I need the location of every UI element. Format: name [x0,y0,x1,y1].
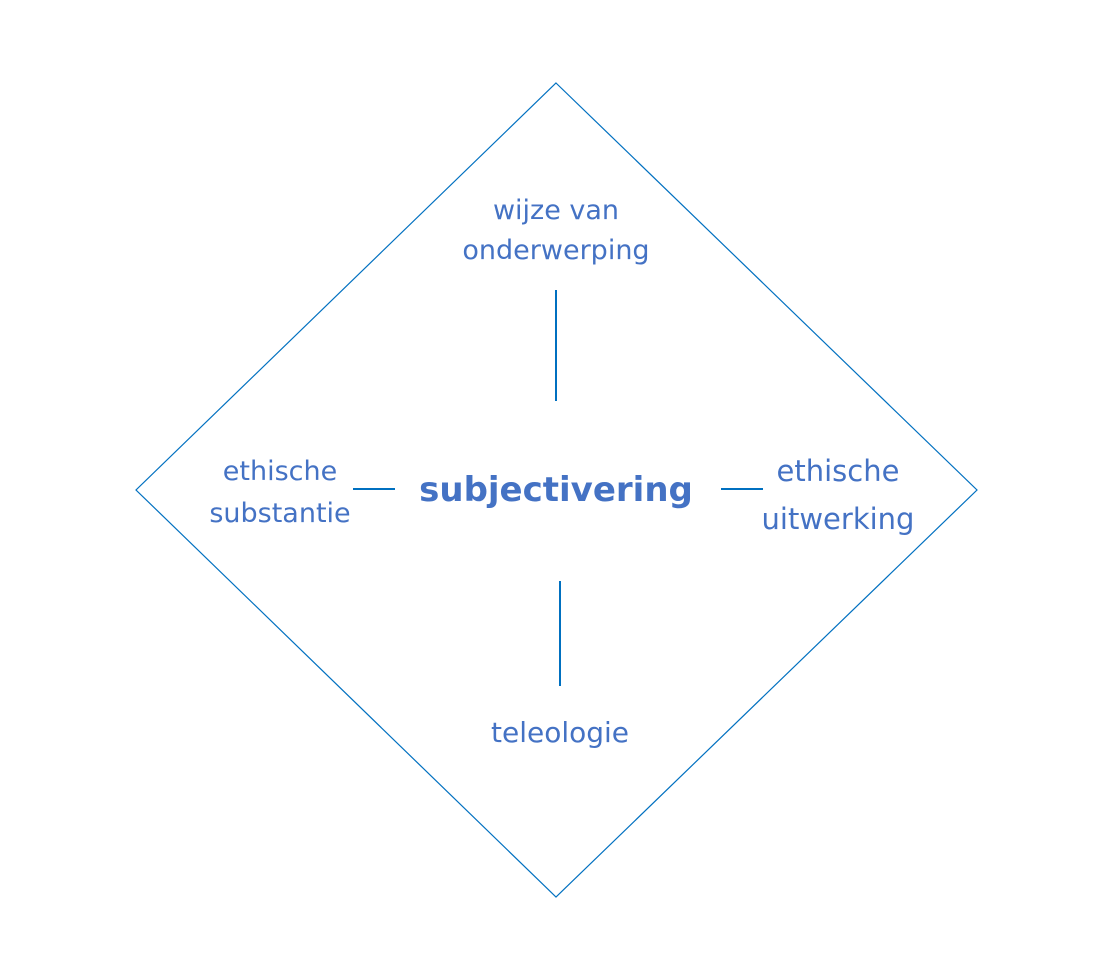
center-label: subjectivering [380,467,732,513]
node-right-line2: uitwerking [761,502,915,536]
node-right-label: ethische uitwerking [730,447,946,543]
center-label-text: subjectivering [419,470,693,510]
node-left-label: ethische substantie [170,451,390,535]
node-top-line2: onderwerping [462,235,650,266]
node-right-line1: ethische [776,454,900,488]
node-bottom-label: teleologie [410,713,710,753]
node-top-line1: wijze van [492,195,620,226]
node-left-line1: ethische [222,456,338,487]
diamond-outline [135,82,978,898]
node-top-label: wijze van onderwerping [406,191,706,271]
node-left-line2: substantie [209,498,351,529]
node-bottom-line1: teleologie [490,716,630,749]
